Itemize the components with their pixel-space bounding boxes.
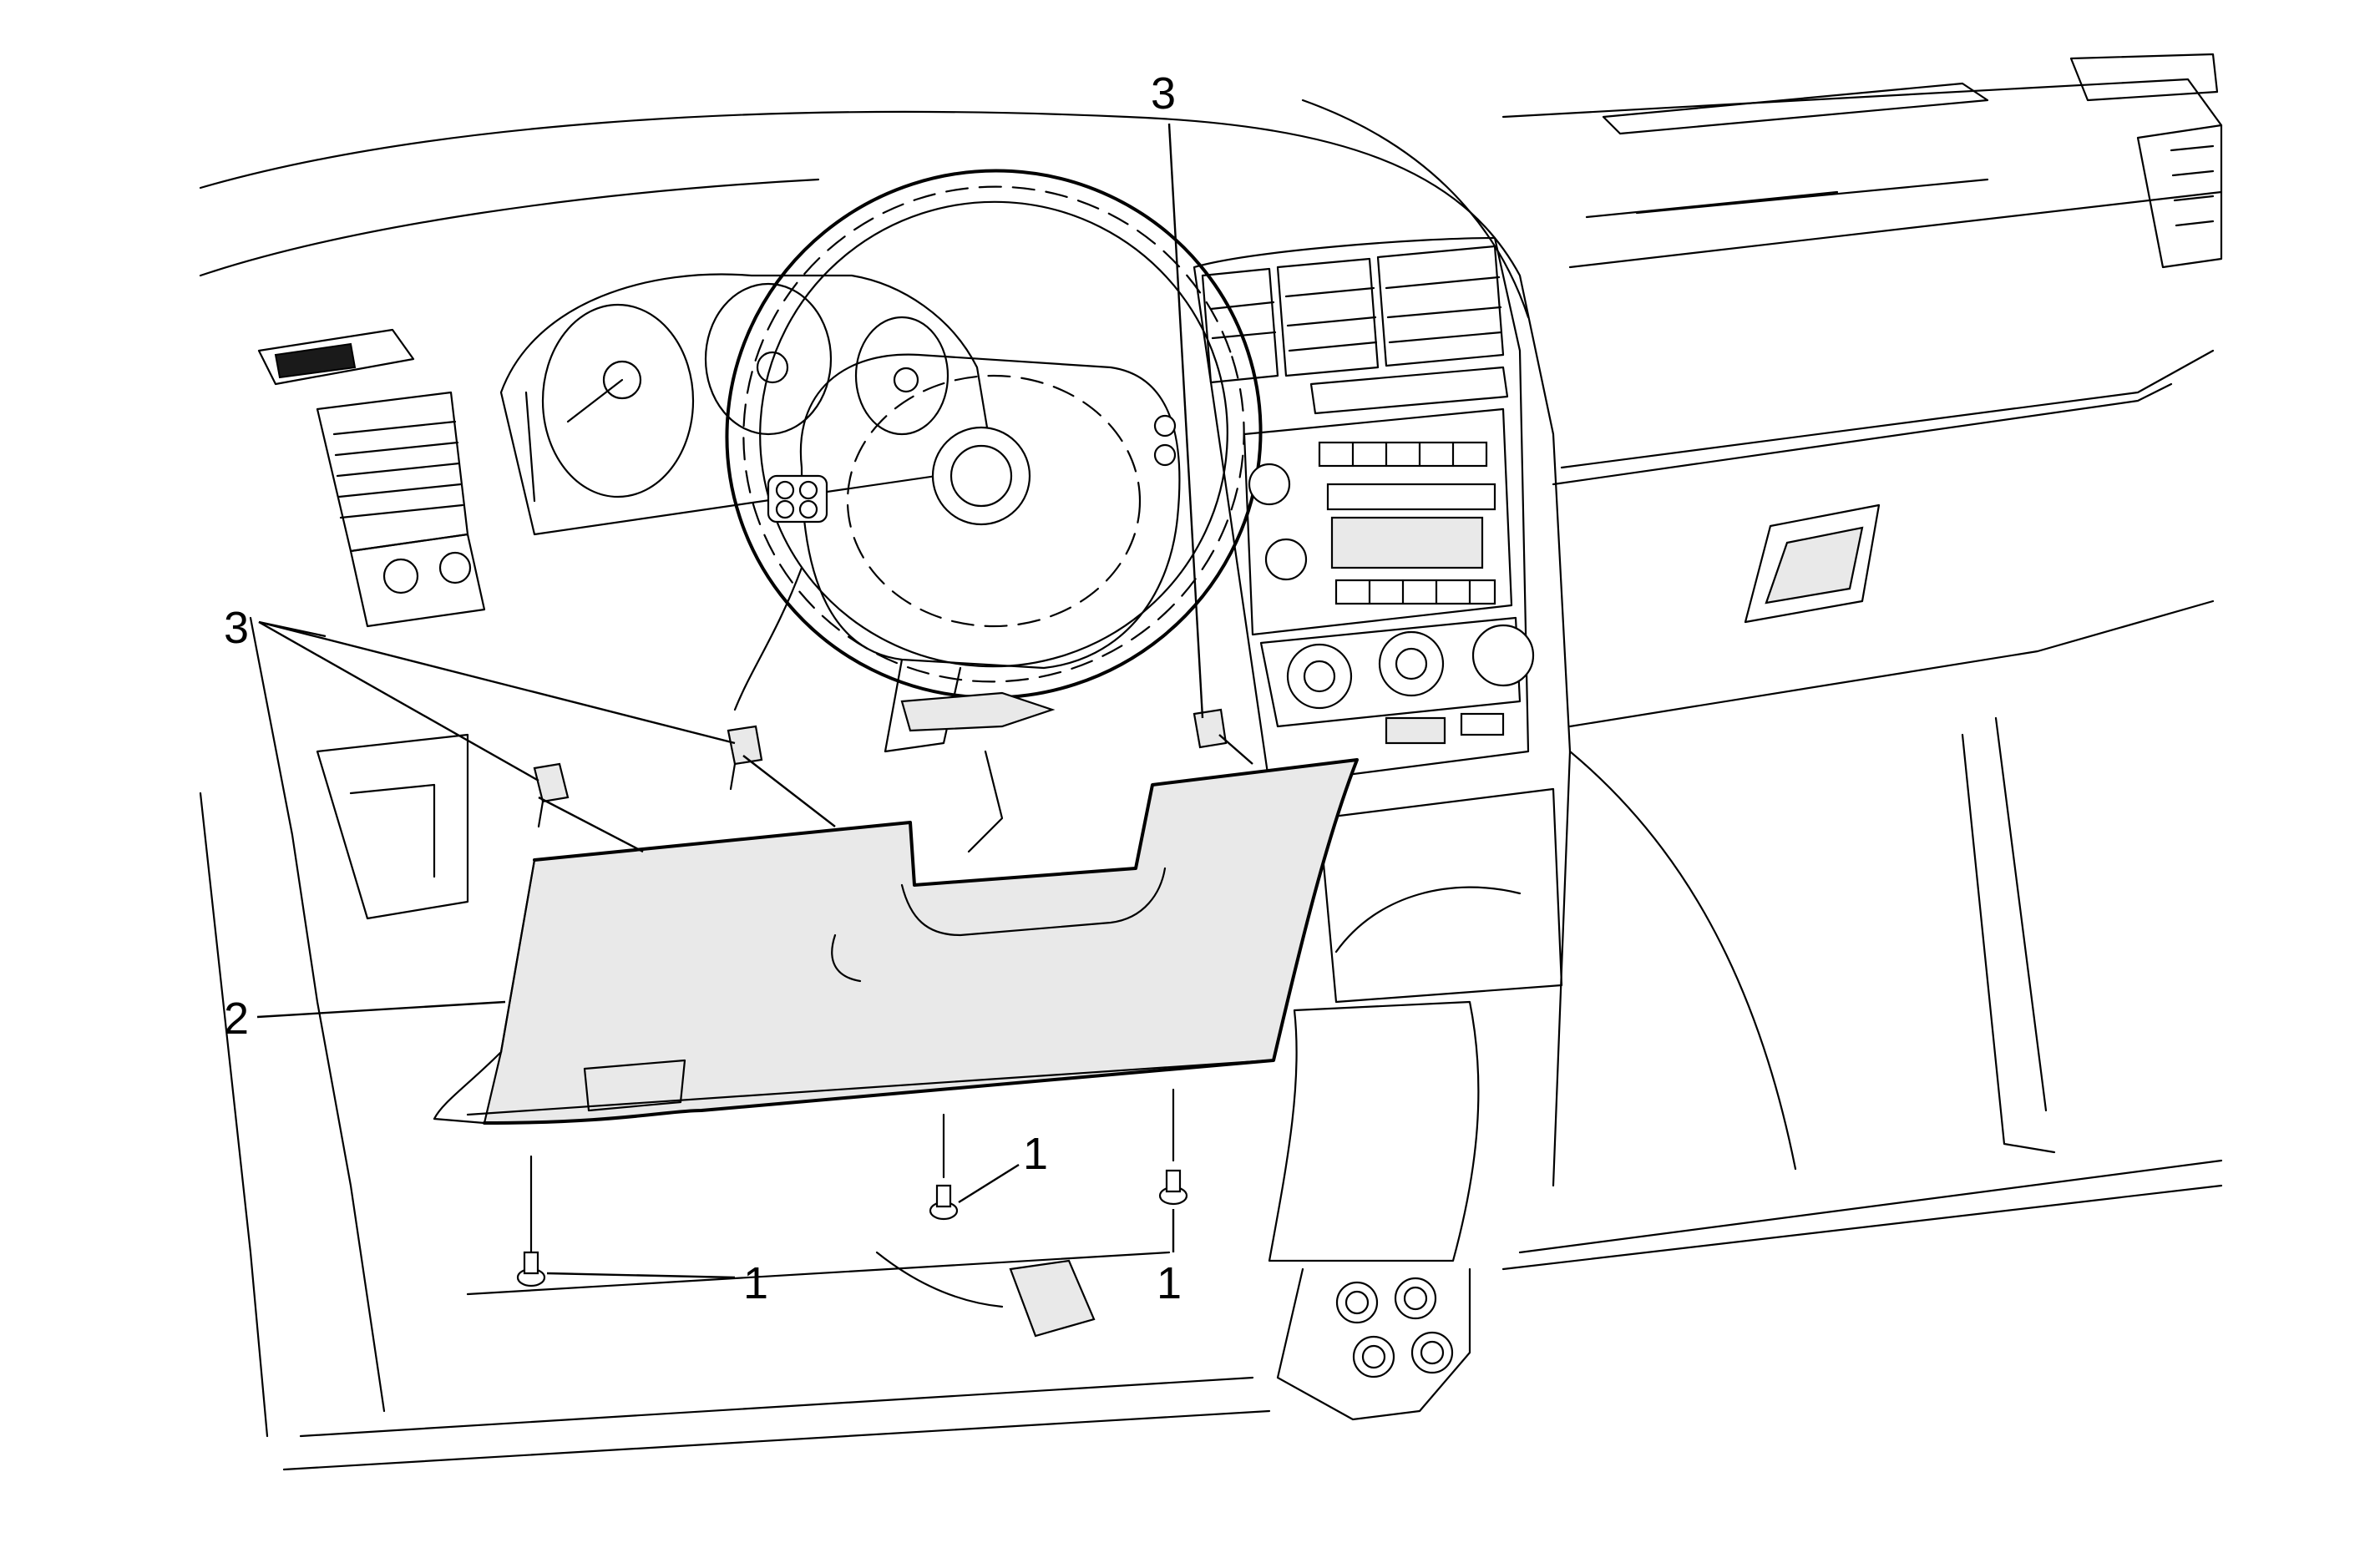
- screws: [516, 1088, 1188, 1287]
- retaining-clips: [533, 708, 1228, 828]
- center-console-lower: [1268, 787, 1563, 1421]
- knee-bolster-panel: [433, 758, 1359, 1125]
- driver-footwell: [199, 616, 1271, 1471]
- center-vents: [1201, 245, 1505, 384]
- left-vent-and-switch: [257, 328, 486, 628]
- callout-clips-left: 3: [224, 603, 249, 653]
- leader-lines: [256, 123, 1253, 1279]
- callout-screw-left: 1: [743, 1258, 768, 1308]
- center-stack: [1193, 236, 1535, 787]
- steering-wheel: [725, 169, 1263, 853]
- instrument-panel-upper: [199, 53, 2223, 1187]
- instrument-cluster: [499, 273, 995, 536]
- screw-right-shape: [1158, 1088, 1188, 1206]
- radio-unit: [1243, 407, 1513, 636]
- callout-labels: 3 3 2 1 1 1: [224, 68, 1182, 1308]
- screw-left-shape: [516, 1155, 546, 1287]
- hvac-controls: [1259, 616, 1535, 745]
- callout-clip-right: 3: [1151, 68, 1176, 119]
- right-side-vent: [2170, 144, 2215, 227]
- console-power-outlets: [1335, 1277, 1454, 1378]
- passenger-side: [1501, 382, 2223, 1271]
- screw-center-shape: [929, 1113, 959, 1221]
- callout-screw-center: 1: [1023, 1129, 1048, 1179]
- callout-knee-bolster-panel: 2: [224, 994, 249, 1044]
- callout-screw-right: 1: [1157, 1258, 1182, 1308]
